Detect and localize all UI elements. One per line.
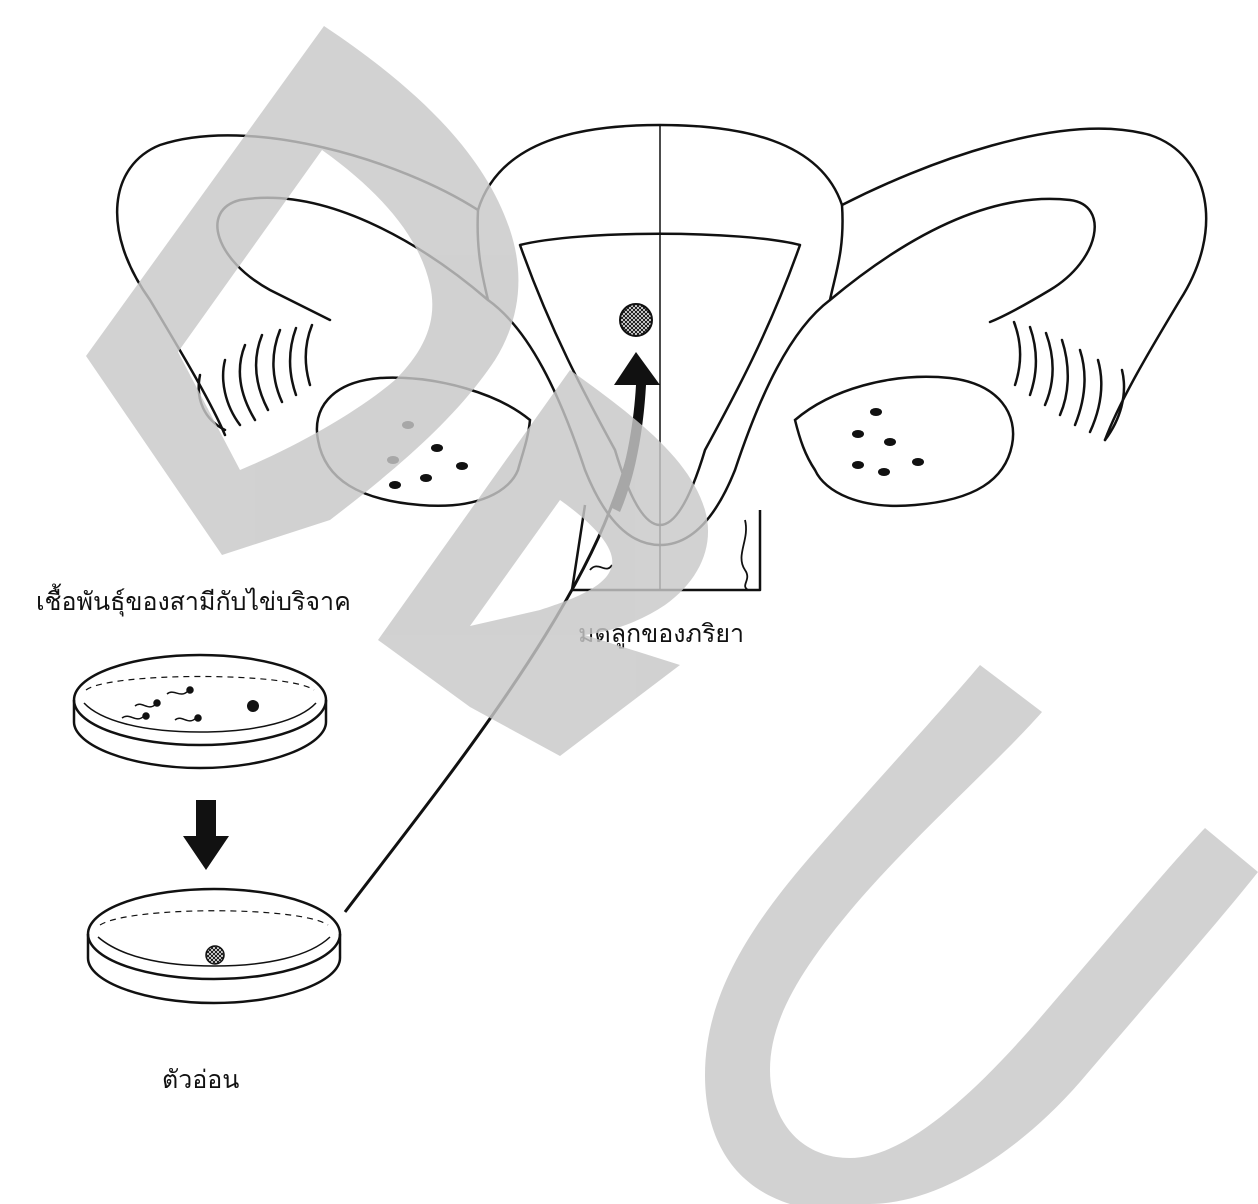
watermark-letter-u bbox=[705, 665, 1258, 1204]
culture-dish-label: เชื้อพันธุ์ของสามีกับไข่บริจาค bbox=[36, 583, 351, 617]
watermark-letter-d bbox=[86, 26, 518, 555]
right-ovary bbox=[795, 377, 1013, 506]
culture-dish-embryo bbox=[88, 889, 340, 1003]
down-arrow-icon bbox=[183, 800, 229, 870]
culture-dish-sperm-egg bbox=[74, 655, 326, 768]
embryo-label: ตัวอ่อน bbox=[162, 1065, 239, 1094]
implanted-embryo bbox=[620, 304, 652, 336]
right-fallopian-tube bbox=[830, 129, 1206, 440]
